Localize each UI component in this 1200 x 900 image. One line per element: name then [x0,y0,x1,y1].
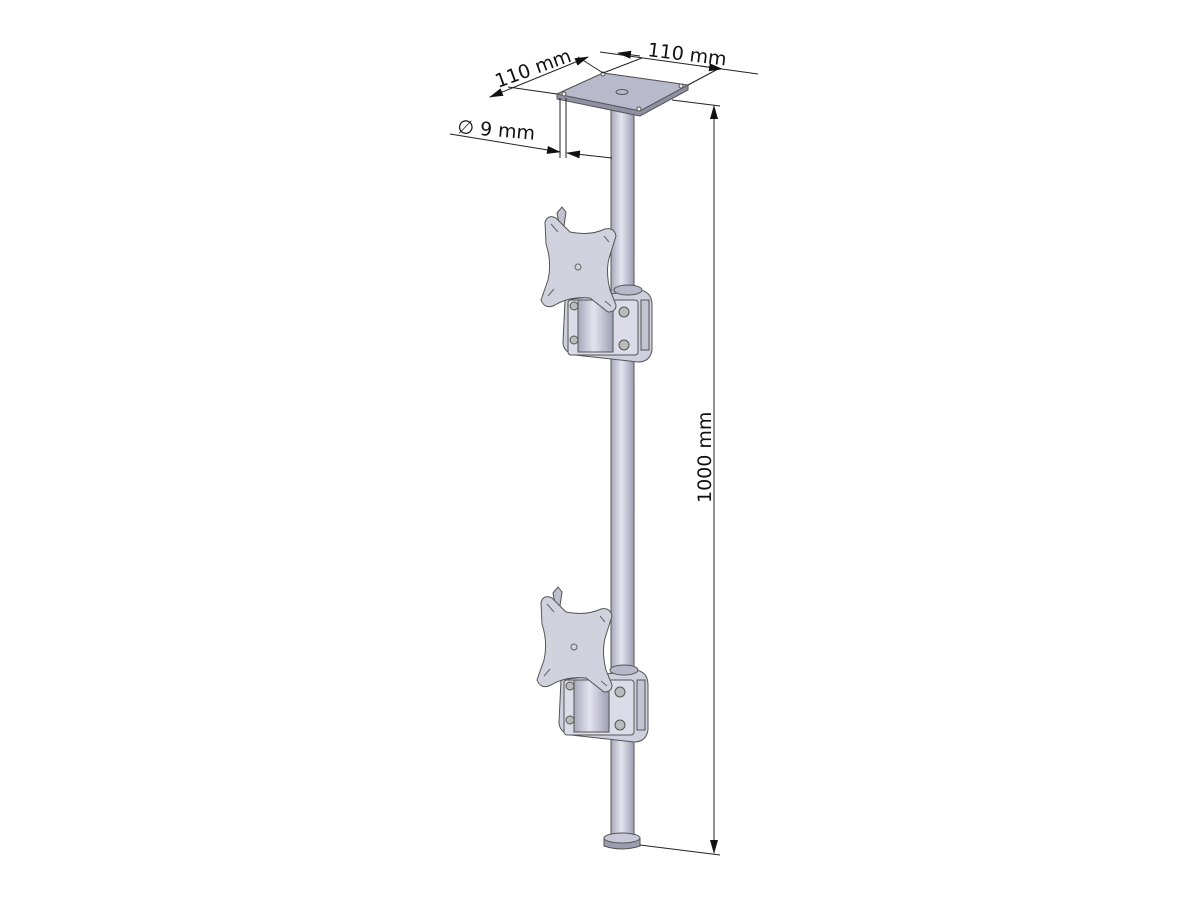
height-label: 1000 mm [694,412,716,503]
monitor-bracket-top [540,206,653,363]
floor-foot [603,832,641,850]
dimension-hole-diameter: ∅ 9 mm [449,98,613,159]
plate-depth-label: 110 mm [492,45,574,93]
dimension-height: 1000 mm [639,99,721,856]
hole-diameter-label: ∅ 9 mm [457,116,536,145]
ceiling-plate [555,71,690,117]
plate-width-label: 110 mm [646,39,727,71]
